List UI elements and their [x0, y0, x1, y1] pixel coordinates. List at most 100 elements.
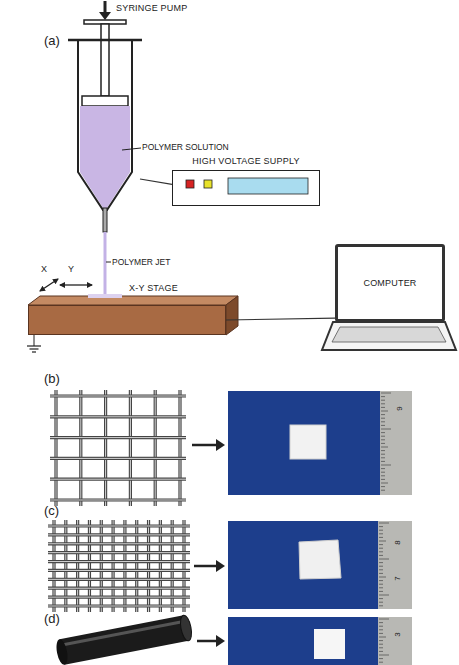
indicator-light	[186, 180, 194, 188]
arrow	[197, 640, 218, 643]
mesh-wire-shine	[77, 520, 78, 612]
mesh-wire	[64, 520, 67, 612]
laptop-base	[322, 322, 456, 350]
pump-arrow-head	[99, 12, 111, 20]
ruler-tick	[381, 432, 385, 433]
mesh-wire	[178, 390, 181, 506]
mesh-wire-shine	[50, 479, 186, 480]
part-label: X	[41, 264, 47, 274]
ruler-tick	[379, 655, 389, 656]
mesh-wire-shine	[101, 520, 102, 612]
stage-top	[28, 296, 238, 305]
ground-symbol	[27, 345, 41, 346]
mesh-wire	[48, 524, 190, 527]
ruler-tick	[381, 450, 385, 451]
mesh-wire	[52, 520, 55, 612]
ruler-tick	[379, 555, 383, 556]
ruler-tick	[381, 465, 391, 466]
plunger-cap	[84, 20, 126, 24]
ruler-tick	[381, 403, 385, 404]
mesh-wire-shine	[48, 606, 190, 607]
mesh-wire	[48, 551, 190, 554]
mesh-wire	[50, 457, 186, 460]
mesh-wire-shine	[48, 552, 190, 553]
ruler-tick	[379, 640, 383, 641]
part-label: Y	[68, 264, 74, 274]
arrow-head	[216, 560, 225, 572]
mesh-wire-shine	[48, 526, 190, 527]
ruler-tick	[379, 629, 383, 630]
mesh-wire	[48, 587, 190, 590]
mesh-wire	[88, 520, 91, 612]
mesh-wire-shine	[48, 534, 190, 535]
mesh-wire	[104, 390, 107, 506]
ruler-number: 7	[393, 576, 402, 580]
mesh-group	[48, 390, 190, 612]
ruler-tick	[379, 573, 383, 574]
panel-label: (d)	[44, 611, 60, 626]
part-label: POLYMER SOLUTION	[142, 142, 229, 152]
mesh-wire	[50, 478, 186, 481]
connector-wire	[226, 318, 335, 320]
ruler-tick	[381, 454, 385, 455]
scaffold-sample	[299, 540, 341, 579]
mesh-wire-shine	[172, 520, 173, 612]
arrow-head	[216, 439, 225, 451]
ruler-tick	[381, 461, 385, 462]
stage-side	[226, 296, 238, 335]
polymer-solution	[80, 106, 130, 208]
mesh-wire	[100, 520, 103, 612]
photo-background	[228, 391, 412, 495]
mesh-wire	[48, 578, 190, 581]
mesh-wire	[147, 520, 150, 612]
ruler-tick	[379, 595, 389, 596]
ruler-tick	[381, 393, 391, 394]
plunger-seal	[82, 96, 128, 106]
ruler-tick	[379, 530, 383, 531]
mesh-wire	[159, 520, 162, 612]
ruler-tick	[381, 472, 385, 473]
axis-arrow	[40, 279, 58, 291]
mesh-wire	[111, 520, 114, 612]
ruler-tick	[381, 486, 385, 487]
power-supply-box: HIGH VOLTAGE SUPPLY	[172, 170, 320, 206]
mesh-wire-shine	[50, 500, 186, 501]
photo-background	[228, 617, 412, 665]
plunger-rod	[101, 24, 109, 96]
node-label: COMPUTER	[363, 278, 416, 288]
ruler-tick	[379, 622, 383, 623]
mesh-wire	[50, 436, 186, 439]
mesh-wire-shine	[54, 520, 55, 612]
mesh-wire	[129, 390, 132, 506]
ruler-tick	[379, 523, 389, 524]
ruler-tick	[381, 396, 385, 397]
ruler-tick	[379, 544, 383, 545]
ruler-tick	[379, 541, 386, 542]
mesh-wire	[48, 596, 190, 599]
scaffold-sample	[314, 629, 345, 659]
ruler-number: 8	[393, 540, 402, 544]
ruler-tick	[379, 577, 386, 578]
mesh-wire-shine	[89, 520, 90, 612]
leader-line	[106, 262, 111, 263]
ruler-tick	[379, 651, 383, 652]
ruler-tick	[379, 537, 383, 538]
ruler-tick	[381, 421, 385, 422]
ground-wire	[34, 335, 35, 346]
ruler	[378, 521, 412, 609]
mesh-wire-shine	[50, 416, 186, 417]
mesh-wire-shine	[56, 390, 57, 506]
mesh-wire-shine	[48, 588, 190, 589]
indicator-light	[204, 180, 212, 188]
rod-highlight	[62, 621, 186, 645]
ruler-tick	[381, 468, 385, 469]
ruler-tick	[379, 548, 383, 549]
mesh-wire-shine	[180, 390, 181, 506]
mesh-wire-shine	[48, 570, 190, 571]
ruler-tick	[381, 400, 385, 401]
panel-label: (b)	[44, 371, 60, 386]
laptop-keyboard	[332, 327, 446, 342]
ruler-tick	[379, 533, 383, 534]
